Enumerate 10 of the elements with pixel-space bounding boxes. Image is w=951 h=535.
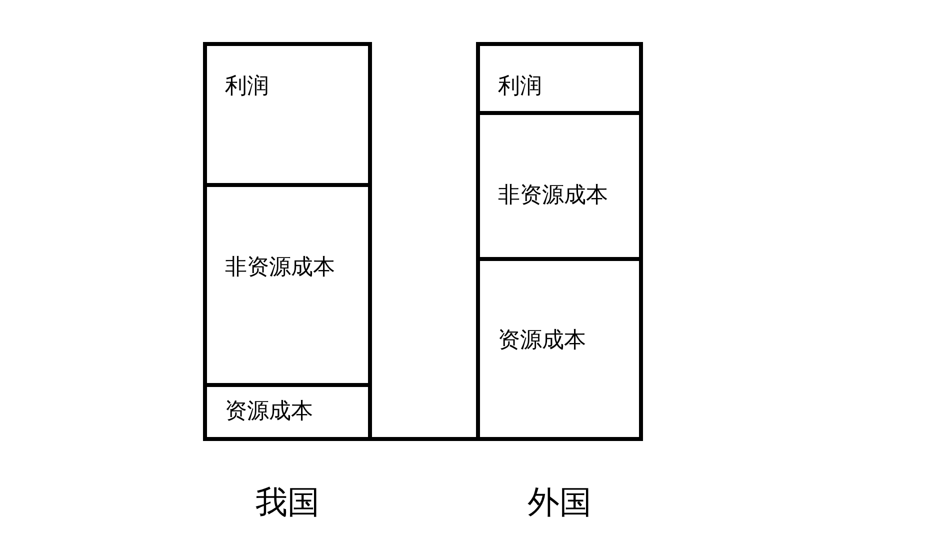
- stacked-column: [203, 42, 372, 441]
- segment-label: 非资源成本: [498, 183, 609, 209]
- column-heading: 我国: [254, 482, 320, 522]
- segment-label: 利润: [225, 74, 270, 100]
- segment-label: 非资源成本: [225, 255, 336, 281]
- stacked-column: [476, 42, 643, 441]
- column-heading: 外国: [526, 482, 592, 522]
- segment-label: 资源成本: [225, 399, 314, 425]
- segment-label: 资源成本: [498, 328, 587, 354]
- segment-label: 利润: [498, 74, 543, 100]
